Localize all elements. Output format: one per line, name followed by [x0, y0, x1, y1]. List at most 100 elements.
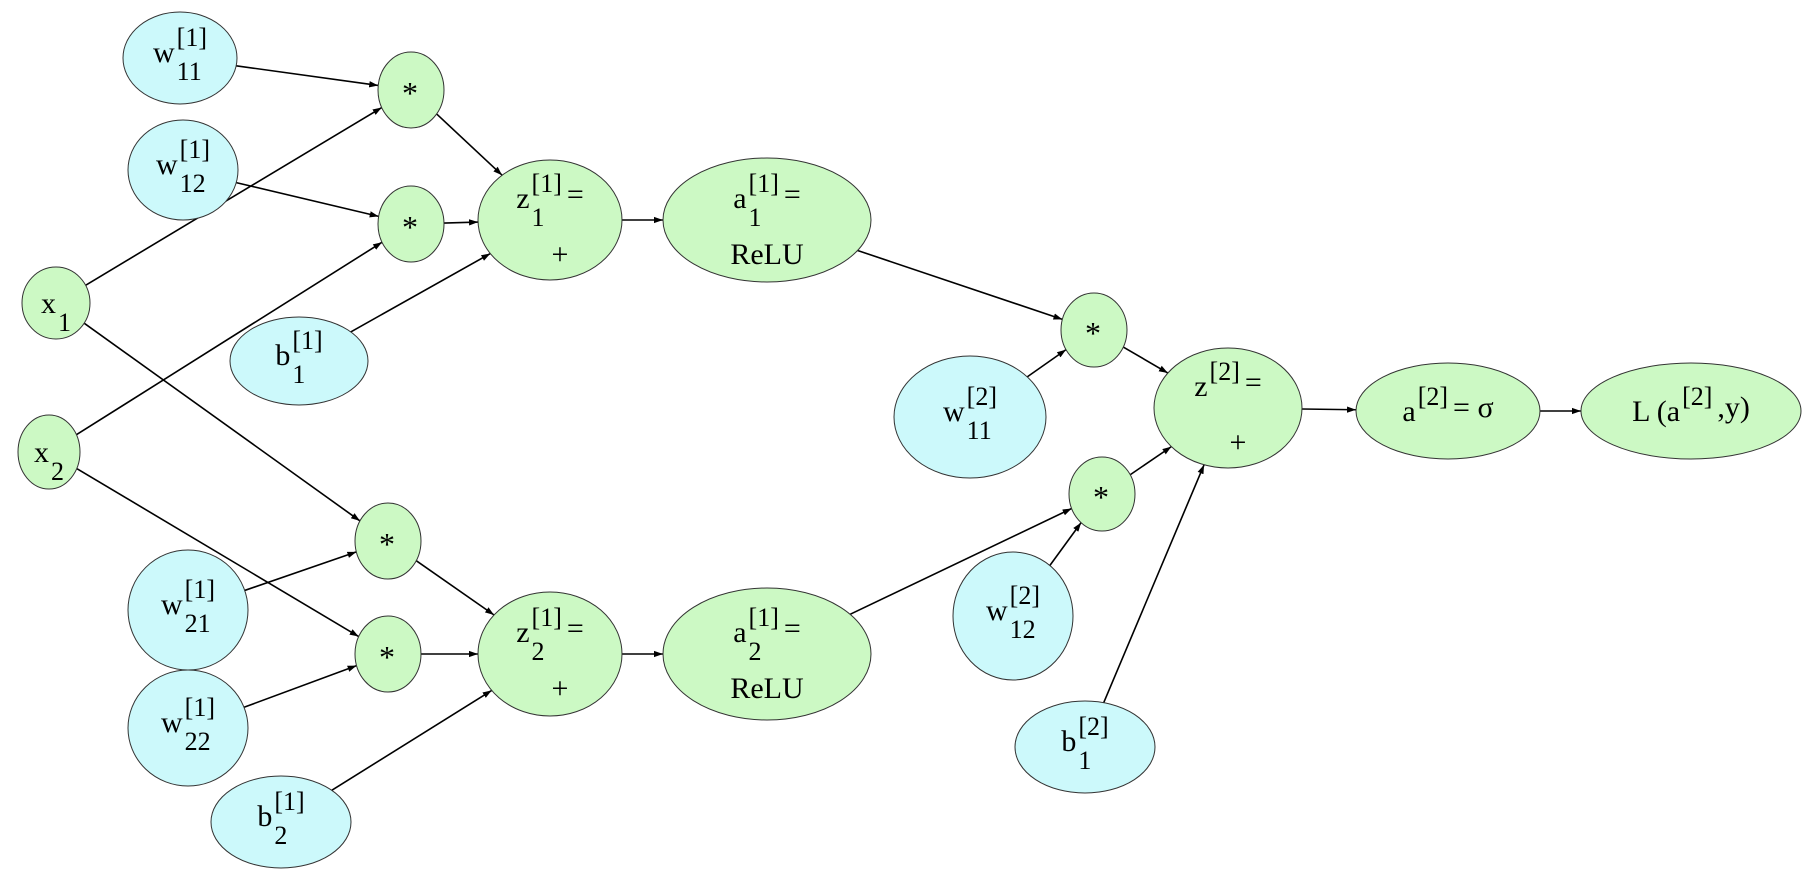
node-label-tail: = [567, 612, 584, 645]
node-label-base: x [41, 287, 56, 320]
node-label-superscript: [2] [1210, 357, 1240, 386]
node-label-tail: = [1245, 366, 1262, 399]
node-label-subscript: 12 [1010, 615, 1036, 644]
node-a2: a[2]= σ [1355, 362, 1541, 460]
node-ellipse [354, 615, 422, 693]
node-label-superscript: [1] [177, 23, 207, 52]
node-ellipse [1014, 700, 1156, 794]
node-x2: x2 [17, 414, 81, 490]
node-x1: x1 [21, 266, 91, 340]
edge-w1_11-to-mul1 [236, 64, 379, 88]
node-ellipse [210, 775, 352, 869]
edge-x2-to-mul6 [76, 467, 360, 638]
node-label-subscript: 1 [58, 308, 71, 337]
node-label-line2: ReLU [730, 238, 804, 271]
node-label-base: w [156, 148, 178, 181]
edge-w1_21-to-mul5 [244, 551, 357, 592]
node-label-subscript: 2 [51, 457, 64, 486]
node-label-subscript: 2 [532, 637, 545, 666]
node-label-base: w [161, 706, 183, 739]
node-z2: z[2]=+ [1153, 347, 1303, 469]
node-label-subscript: 1 [749, 203, 762, 232]
node-label-base: a [733, 182, 746, 215]
node-label-base: z [1194, 370, 1207, 403]
node-b2_1: b[2]1 [1014, 700, 1156, 794]
edge-w1_22-to-mul6 [243, 664, 357, 709]
node-label-superscript: [2] [967, 382, 997, 411]
node-label-base: a [733, 616, 746, 649]
edge-a1_2-to-mul4 [849, 507, 1072, 616]
node-b1_2: b[1] 2 [210, 775, 352, 869]
node-label-tail: = [784, 612, 801, 645]
node-label-base: z [516, 616, 529, 649]
node-ellipse [127, 119, 239, 221]
node-label-base: b [275, 339, 290, 372]
node-label-base: b [257, 800, 272, 833]
edge-mul2-to-z1_1 [443, 219, 479, 226]
node-label-base: a [1402, 395, 1415, 428]
node-label-superscript: [1] [532, 603, 562, 632]
node-ellipse [377, 185, 445, 263]
node-label-base: * [402, 209, 418, 245]
node-label-subscript: 12 [180, 169, 206, 198]
node-label-superscript: [1] [180, 135, 210, 164]
node-label-subscript: 22 [185, 727, 211, 756]
node-ellipse [377, 51, 445, 129]
node-label-superscript: [1] [749, 603, 779, 632]
edge-mul5-to-z1_2 [415, 560, 495, 616]
node-label-tail: = σ [1453, 391, 1494, 424]
node-ellipse [127, 669, 249, 787]
node-label-superscript: [1] [749, 169, 779, 198]
node-label-base: * [1093, 479, 1109, 515]
node-label-subscript: 2 [749, 637, 762, 666]
node-label-base: b [1061, 725, 1076, 758]
node-label-superscript: [2] [1010, 581, 1040, 610]
node-label-base: L (a [1632, 395, 1680, 428]
node-label-base: w [943, 395, 965, 428]
edge-w2_11-to-mul3 [1026, 348, 1067, 378]
edge-b1_1-to-z1_1 [350, 252, 491, 333]
edge-x2-to-mul2 [75, 241, 383, 436]
node-label-line2: + [552, 672, 569, 705]
node-z1_1: z[1]1=+ [477, 159, 623, 281]
node-w2_11: w[2] 11 [893, 355, 1047, 479]
node-label-base: w [986, 594, 1008, 627]
node-w2_12: w[2] 12 [952, 551, 1074, 681]
node-label-tail: ,y) [1717, 391, 1750, 424]
node-ellipse [1060, 292, 1128, 368]
node-w1_22: w[1]22 [127, 669, 249, 787]
node-label-subscript: 1 [532, 203, 545, 232]
node-label-base: w [153, 36, 175, 69]
node-ellipse [229, 316, 369, 406]
node-ellipse [893, 355, 1047, 479]
nodes: w[1]11w[1]12x1x2**b[1]1z[1]1=+a[1]1=ReLU… [17, 11, 1802, 869]
node-ellipse [477, 591, 623, 717]
node-label-tail: = [567, 178, 584, 211]
node-ellipse [477, 159, 623, 281]
node-ellipse [662, 157, 872, 283]
edge-z2-to-a2 [1301, 406, 1357, 413]
edge-x1-to-mul1 [85, 106, 383, 286]
node-label-base: * [402, 75, 418, 111]
node-label-subscript: 2 [274, 821, 287, 850]
node-ellipse [354, 502, 422, 580]
node-ellipse [1068, 456, 1136, 532]
node-ellipse [1153, 347, 1303, 469]
node-label-subscript: 11 [967, 416, 992, 445]
node-a1_1: a[1]1=ReLU [662, 157, 872, 283]
node-loss: L (a[2],y) [1580, 362, 1802, 460]
node-w1_11: w[1] 11 [122, 11, 238, 105]
node-mul1: * [377, 51, 445, 129]
node-w1_12: w[1] 12 [127, 119, 239, 221]
node-label-superscript: [1] [274, 787, 304, 816]
edge-mul3-to-z2 [1122, 346, 1169, 374]
node-label-superscript: [1] [292, 326, 322, 355]
node-ellipse [122, 11, 238, 105]
node-label-subscript: 11 [177, 57, 202, 86]
edges [75, 64, 1581, 791]
node-ellipse [17, 414, 81, 490]
edge-a1_1-to-mul3 [857, 249, 1063, 321]
node-mul2: * [377, 185, 445, 263]
node-mul6: * [354, 615, 422, 693]
node-label-subscript: 1 [1078, 746, 1091, 775]
